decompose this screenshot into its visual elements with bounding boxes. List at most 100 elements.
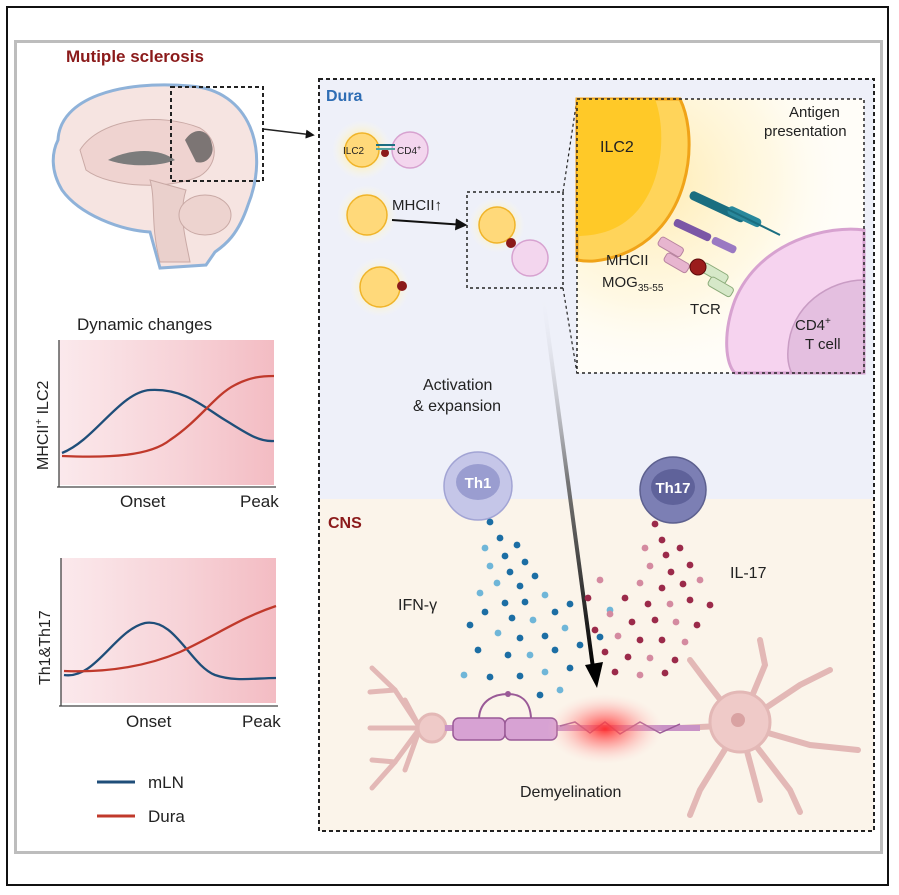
chart2-x-tick-peak: Peak: [242, 712, 281, 731]
legend-label-mln: mLN: [148, 773, 184, 792]
antigen-label-line1: Antigen: [789, 104, 840, 121]
ifng-dot: [504, 651, 512, 659]
il17-dot: [658, 636, 666, 644]
ilc2-cell-resting: [337, 185, 397, 245]
il17-dot: [681, 638, 689, 646]
ifng-dot: [541, 668, 549, 676]
main-panel-border: [318, 78, 875, 832]
chart-th1-th17: Th1&Th17 Onset Peak: [37, 558, 281, 731]
il17-dot: [693, 621, 701, 629]
ifng-dot: [531, 572, 539, 580]
ifng-dot: [529, 616, 537, 624]
ifng-dot: [521, 598, 529, 606]
ifng-dot: [566, 664, 574, 672]
il17-cytokines: [584, 520, 714, 679]
chart1-background: [59, 340, 274, 485]
ifng-dot: [496, 534, 504, 542]
ifng-dot: [566, 600, 574, 608]
il17-dot: [596, 576, 604, 584]
il17-dot: [624, 653, 632, 661]
il17-dot: [601, 648, 609, 656]
activation-label-line2: & expansion: [413, 398, 501, 415]
il17-dot: [679, 580, 687, 588]
ifng-dot: [486, 518, 494, 526]
tcell-label: T cell: [805, 336, 841, 353]
il17-label: IL-17: [730, 565, 767, 582]
interaction-zoom-box: [466, 191, 564, 289]
il17-dot: [614, 632, 622, 640]
ifng-dot: [508, 614, 516, 622]
ifng-dot: [513, 541, 521, 549]
ifng-cytokines: [460, 518, 614, 699]
il17-dot: [651, 520, 659, 528]
chart1-x-tick-onset: Onset: [120, 492, 166, 511]
mog-antigen-icon: [689, 258, 707, 276]
il17-dot: [672, 618, 680, 626]
figure-title: Mutiple sclerosis: [66, 47, 204, 66]
inner-frame: [14, 40, 883, 854]
zoom-connector-top: [562, 98, 578, 193]
myelin-sheath-1: [452, 717, 506, 741]
ifng-dot: [536, 691, 544, 699]
antigen-presentation-panel: Antigen presentation ILC2 MHCII MOG35-55…: [575, 97, 866, 375]
activation-label-line1: Activation: [423, 377, 492, 394]
il17-dot: [621, 594, 629, 602]
legend: mLN Dura: [97, 773, 185, 826]
zoom-panel-border: [576, 98, 865, 374]
il17-dot: [676, 544, 684, 552]
il17-dot: [661, 669, 669, 677]
cd4-large-label: CD4+: [795, 316, 831, 334]
legend-label-dura: Dura: [148, 807, 185, 826]
il17-dot: [636, 579, 644, 587]
dura-label: Dura: [326, 88, 363, 105]
ifng-dot: [551, 608, 559, 616]
ilc2-cd4-interaction: [469, 197, 549, 277]
ifng-dot: [576, 641, 584, 649]
ifng-dot: [516, 582, 524, 590]
mhcii-up-label: MHCII↑: [392, 197, 442, 214]
mhcii-up-arrow: [391, 218, 468, 231]
migration-arrowhead: [585, 662, 603, 688]
il17-dot: [686, 561, 694, 569]
ifng-dot: [501, 552, 509, 560]
il17-dot: [646, 654, 654, 662]
cd4-small-label: CD4+: [397, 145, 421, 157]
ifng-dot: [541, 591, 549, 599]
ifng-dot: [481, 544, 489, 552]
chart1-series-mln: [61, 388, 275, 455]
il17-dot: [628, 618, 636, 626]
il17-dot: [658, 536, 666, 544]
il17-dot: [641, 544, 649, 552]
th17-cell: Th17: [639, 456, 707, 524]
antigen-label-line2: presentation: [764, 123, 847, 140]
il17-dot: [706, 601, 714, 609]
il17-dot: [606, 610, 614, 618]
il17-dot: [591, 626, 599, 634]
ifng-dot: [460, 671, 468, 679]
il17-dot: [584, 594, 592, 602]
il17-dot: [658, 584, 666, 592]
il17-dot: [696, 576, 704, 584]
brain-zoom-box: [170, 86, 264, 182]
ifng-dot: [596, 633, 604, 641]
il17-dot: [662, 551, 670, 559]
il17-dot: [686, 596, 694, 604]
il17-dot: [611, 668, 619, 676]
il17-dot: [636, 671, 644, 679]
ilc2-large-label: ILC2: [600, 139, 634, 156]
ilc2-cell-mhcii: [350, 257, 410, 317]
left-neuron: [367, 665, 448, 791]
il17-dot: [644, 600, 652, 608]
zoom-connector-bottom: [562, 287, 578, 374]
mhcii-label: MHCII: [606, 252, 649, 269]
demyelination-lesion: [547, 694, 663, 764]
th1-cell: Th1: [443, 451, 513, 521]
right-neuron: [677, 637, 861, 818]
ifng-dot: [516, 634, 524, 642]
lesion-icon: [185, 130, 213, 163]
il17-dot: [667, 568, 675, 576]
ifng-dot: [506, 568, 514, 576]
chart2-x-tick-onset: Onset: [126, 712, 172, 731]
demyelination-label: Demyelination: [520, 784, 621, 801]
surface-receptors: [657, 191, 781, 298]
